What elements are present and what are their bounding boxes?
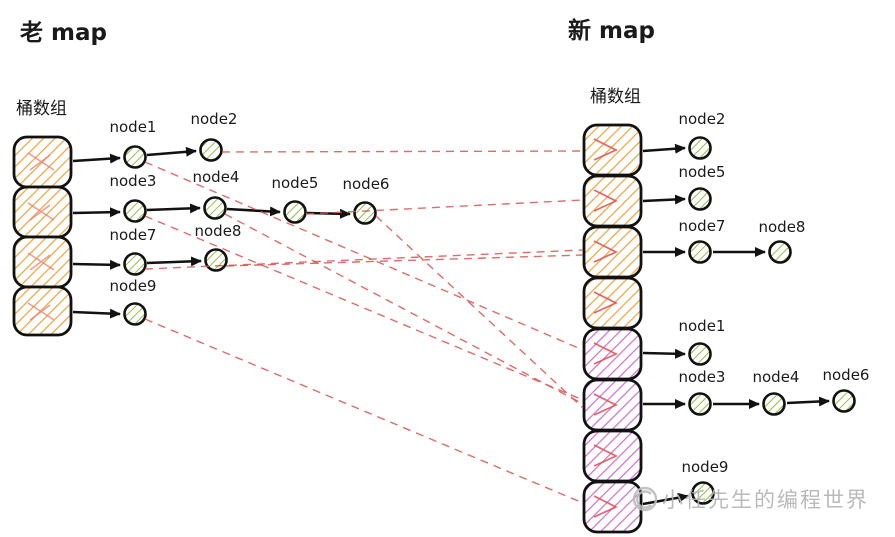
arrow-old-bucket3-node9 (72, 308, 121, 319)
rehash-link-node3 (144, 215, 584, 401)
new-map: 新 map 桶数组 (568, 17, 870, 534)
new-node4-label: node4 (753, 368, 800, 386)
arrow-old-bucket0-node1 (72, 153, 121, 164)
arrow-old-bucket2-node7 (72, 259, 121, 270)
rehash-link-node2 (221, 150, 584, 153)
new-bucket-2 (582, 225, 643, 279)
old-node2-label: node2 (191, 110, 238, 128)
watermark-logo-swirl-icon (636, 490, 652, 509)
bucket-scribble (27, 202, 55, 221)
rehash-link-node6 (375, 215, 584, 409)
new-node5-label: node5 (679, 163, 726, 181)
old-node-node4 (203, 196, 227, 220)
new-node-node4 (762, 392, 786, 416)
bucket-scribble (593, 138, 618, 161)
watermark: 小任先生的编程世界 (632, 486, 869, 512)
arrow-new-bucket4-node1 (642, 348, 686, 359)
new-bucket-6 (582, 429, 643, 483)
bucket-scribble (593, 189, 618, 212)
new-node-node2 (688, 136, 712, 160)
bucket-scribble (593, 444, 618, 467)
arrow-old-node5-node6 (306, 208, 351, 219)
bucket-scribble (27, 302, 55, 321)
old-node3-label: node3 (110, 172, 157, 190)
new-node-node7 (688, 240, 712, 264)
bucket-scribble (27, 152, 55, 171)
bucket-scribble (593, 291, 618, 314)
new-bucket-array (582, 123, 643, 534)
rehash-link-node1 (144, 161, 584, 351)
bucket-scribble (27, 252, 55, 271)
new-node3-label: node3 (679, 368, 726, 386)
new-node2-label: node2 (679, 110, 726, 128)
bucket-scribble (593, 393, 618, 416)
old-bucket-array (12, 135, 73, 337)
new-bucket-5 (582, 378, 643, 432)
bucket-scribble (593, 240, 618, 263)
new-bucket-1 (582, 174, 643, 228)
old-node9-label: node9 (110, 277, 157, 295)
new-node-node9 (691, 481, 715, 505)
bucket-scribble (593, 342, 618, 365)
old-node-node8 (204, 248, 228, 272)
old-node-node3 (123, 199, 147, 223)
old-node-node1 (123, 145, 147, 169)
new-node-node5 (688, 187, 712, 211)
old-bucket-array-label: 桶数组 (16, 99, 67, 119)
new-map-title: 新 map (568, 17, 655, 44)
arrow-new-bucket0-node2 (642, 143, 686, 154)
arrow-new-bucket7-node9 (642, 492, 689, 506)
new-bucket-array-label: 桶数组 (590, 87, 641, 107)
new-bucket-7 (582, 480, 643, 534)
rehash-link-node5 (305, 199, 584, 215)
old-map-title: 老 map (19, 20, 107, 46)
old-node-node2 (199, 138, 223, 162)
new-node-node3 (688, 392, 712, 416)
old-node5-label: node5 (272, 174, 319, 192)
new-node-node8 (768, 240, 792, 264)
watermark-logo-icon (632, 486, 658, 512)
old-node-node6 (353, 201, 377, 225)
arrow-old-node7-node8 (146, 256, 202, 267)
arrow-old-node4-node5 (226, 206, 281, 217)
rehash-link-node4 (224, 213, 584, 405)
old-node6-label: node6 (343, 175, 390, 193)
new-bucket-4 (582, 327, 643, 381)
old-node8-label: node8 (195, 222, 242, 240)
new-node8-label: node8 (759, 218, 806, 236)
rehash-links (144, 150, 584, 504)
bucket-scribble (593, 495, 618, 518)
new-node1-label: node1 (679, 317, 726, 335)
old-map: 老 map 桶数组 no (12, 20, 390, 337)
rehash-link-node7 (144, 249, 584, 270)
arrow-old-bucket1-node3 (72, 207, 121, 218)
watermark-text: 小任先生的编程世界 (662, 488, 869, 512)
new-node6-label: node6 (823, 366, 870, 384)
rehash-link-node9 (144, 318, 584, 504)
new-bucket-0 (582, 123, 643, 177)
arrow-old-node1-node2 (146, 146, 197, 157)
old-node-node7 (123, 252, 147, 276)
new-node-node1 (688, 342, 712, 366)
rehash-link-node8 (225, 254, 584, 267)
new-node7-label: node7 (679, 217, 726, 235)
old-node7-label: node7 (110, 226, 157, 244)
old-node4-label: node4 (193, 168, 240, 186)
old-node1-label: node1 (110, 118, 157, 136)
old-node-node5 (283, 200, 307, 224)
old-node-node9 (123, 302, 147, 326)
arrow-old-node3-node4 (146, 203, 201, 214)
arrow-new-bucket1-node5 (642, 194, 686, 205)
arrow-new-node4-node6 (786, 396, 830, 407)
new-node9-label: node9 (682, 458, 729, 476)
new-node-node6 (832, 389, 856, 413)
new-bucket-3 (582, 276, 643, 330)
